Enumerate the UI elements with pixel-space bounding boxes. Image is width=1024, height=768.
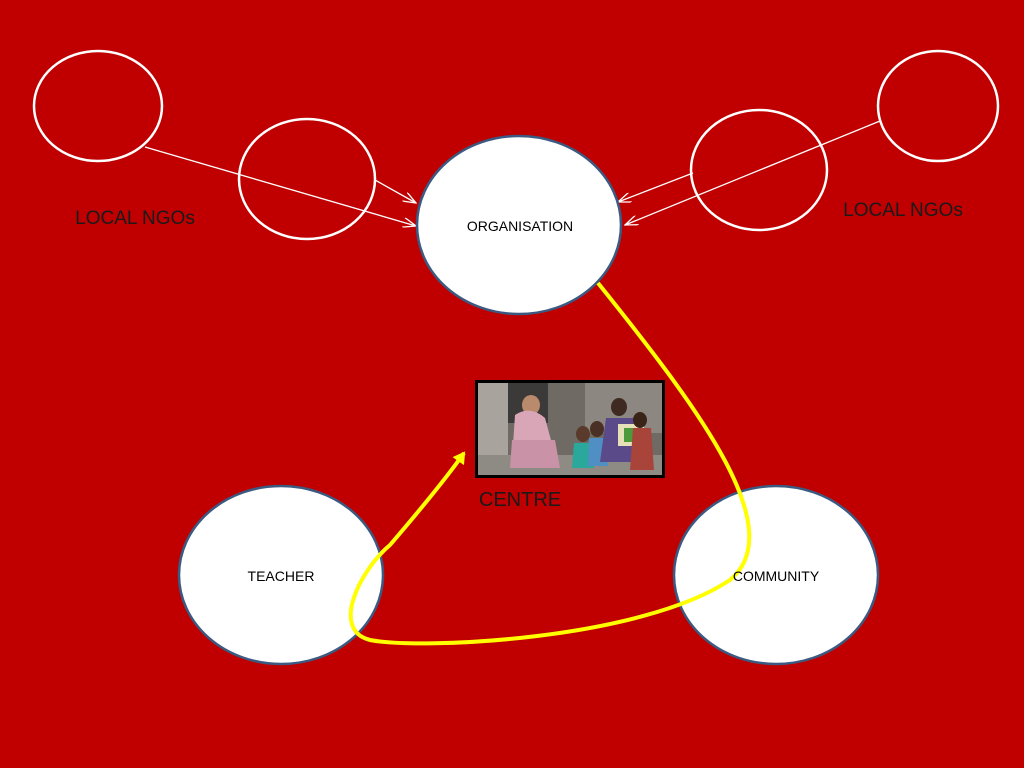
centre-photo bbox=[475, 380, 665, 478]
centre-label: CENTRE bbox=[479, 489, 561, 511]
organisation-node bbox=[415, 134, 623, 316]
ngo-circle-left-inner bbox=[237, 117, 377, 241]
arrow-ngo-right-inner bbox=[618, 172, 694, 202]
community-label: COMMUNITY bbox=[733, 568, 820, 584]
ngo-circle-left-outer bbox=[32, 49, 164, 163]
local-ngos-left-label: LOCAL NGOs bbox=[75, 208, 195, 229]
community-node bbox=[672, 484, 880, 666]
arrow-ngo-right-outer bbox=[625, 120, 881, 225]
teacher-node bbox=[177, 484, 385, 666]
arrow-ngo-left-inner bbox=[374, 179, 416, 203]
local-ngos-right-label: LOCAL NGOs bbox=[843, 200, 963, 221]
ngo-circle-right-outer bbox=[876, 49, 1000, 163]
ngo-circle-right-inner bbox=[689, 108, 829, 232]
yellow-flow-arrow bbox=[348, 281, 752, 646]
teacher-label: TEACHER bbox=[248, 568, 315, 584]
organisation-label: ORGANISATION bbox=[467, 218, 573, 234]
arrow-ngo-left-outer bbox=[144, 146, 416, 226]
